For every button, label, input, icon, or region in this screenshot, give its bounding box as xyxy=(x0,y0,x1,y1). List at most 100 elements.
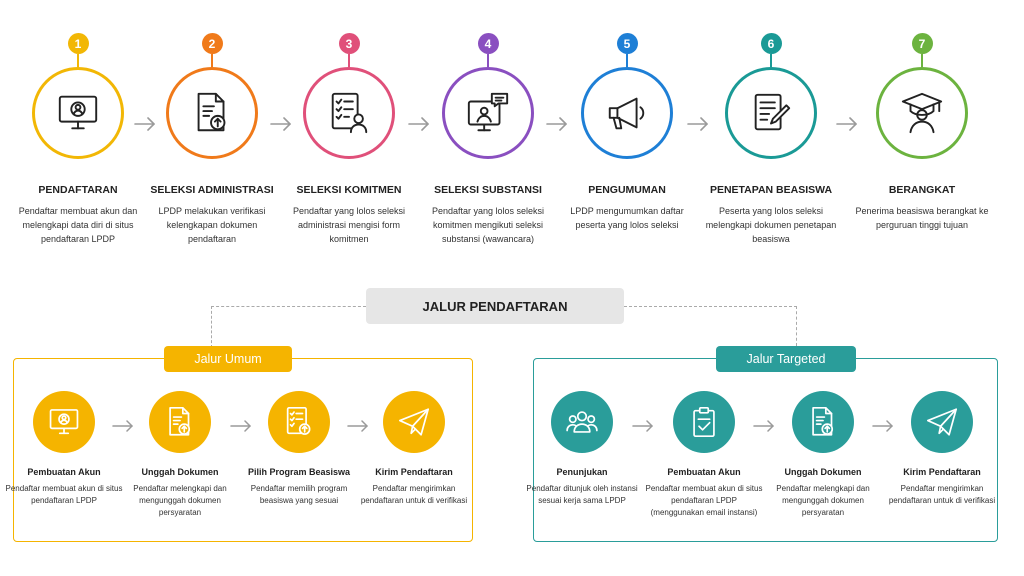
step-description: Peserta yang lolos seleksi melengkapi do… xyxy=(705,206,837,244)
step-icon-circle xyxy=(303,67,395,159)
group-icon xyxy=(566,411,598,433)
step-number-badge: 6 xyxy=(760,33,782,54)
step-number-badge: 4 xyxy=(477,33,499,54)
step-icon-circle xyxy=(876,67,968,159)
step-number-badge: 3 xyxy=(338,33,360,54)
step-seleksi-komitmen: 3 SELEKSI KOMITMEN Pendaftar yang lolos … xyxy=(279,33,419,246)
step-icon-disc xyxy=(149,391,211,453)
step-number-badge: 2 xyxy=(201,33,223,54)
connector-line xyxy=(626,54,628,67)
arrow-right-icon xyxy=(753,420,774,432)
document-upload-icon xyxy=(169,406,191,436)
arrow-right-icon xyxy=(872,420,893,432)
dashed-connector-right xyxy=(624,306,797,346)
step-seleksi-administrasi: 2 SELEKSI ADMINISTRASI LPDP melakukan ve… xyxy=(142,33,282,246)
jalur-umum-panel xyxy=(13,358,473,542)
jalur-pendaftaran-title: JALUR PENDAFTARAN xyxy=(366,288,624,324)
connector-line xyxy=(487,54,489,67)
step-penetapan-beasiswa: 6 PENETAPAN BEASISWA Peserta yang lolos … xyxy=(701,33,841,246)
substep-title: Penunjukan xyxy=(556,467,608,477)
step-description: Pendaftar yang lolos seleksi komitmen me… xyxy=(431,206,545,244)
megaphone-icon xyxy=(608,97,645,130)
substep-title: Kirim Pendaftaran xyxy=(375,467,453,477)
step-icon-disc xyxy=(792,391,854,453)
targeted-step-penunjukan: Penunjukan Pendaftar ditunjuk oleh insta… xyxy=(523,391,641,507)
step-number-badge: 7 xyxy=(911,33,933,54)
substep-description: Pendaftar mengirimkan pendaftaran untuk … xyxy=(888,484,996,505)
graduate-icon xyxy=(901,92,943,134)
step-description: Pendaftar yang lolos seleksi administras… xyxy=(292,206,406,244)
dashed-connector-left xyxy=(211,306,366,348)
step-pendaftaran: 1 PENDAFTARAN Pendaftar membuat akun dan… xyxy=(8,33,148,246)
step-seleksi-substansi: 4 SELEKSI SUBSTANSI Pendaftar yang lolos… xyxy=(418,33,558,246)
substep-description: Pendaftar melengkapi dan mengunggah doku… xyxy=(776,484,870,517)
umum-step-pembuatan-akun: Pembuatan Akun Pendaftar membuat akun di… xyxy=(5,391,123,507)
step-icon-disc xyxy=(383,391,445,453)
step-title: PENGUMUMAN xyxy=(588,184,666,196)
substep-description: Pendaftar melengkapi dan mengunggah doku… xyxy=(133,484,227,517)
connector-line xyxy=(211,54,213,67)
paper-plane-icon xyxy=(398,408,430,436)
step-icon-disc xyxy=(551,391,613,453)
jalur-targeted-panel xyxy=(533,358,998,542)
substep-description: Pendaftar ditunjuk oleh instansi sesuai … xyxy=(526,484,638,505)
step-icon-circle xyxy=(725,67,817,159)
jalur-targeted-label: Jalur Targeted xyxy=(716,346,856,372)
connector-line xyxy=(921,54,923,67)
step-title: SELEKSI ADMINISTRASI xyxy=(150,184,274,196)
step-title: PENETAPAN BEASISWA xyxy=(709,184,833,196)
arrow-right-icon xyxy=(632,420,653,432)
paper-plane-icon xyxy=(926,408,958,436)
monitor-user-icon xyxy=(58,95,98,130)
step-icon-circle xyxy=(32,67,124,159)
step-icon-circle xyxy=(581,67,673,159)
step-berangkat: 7 BERANGKAT Penerima beasiswa berangkat … xyxy=(852,33,992,232)
substep-title: Unggah Dokumen xyxy=(784,467,862,477)
substep-description: Pendaftar memilih program beasiswa yang … xyxy=(250,484,348,505)
step-description: LPDP melakukan verifikasi kelengkapan do… xyxy=(158,206,266,244)
arrow-right-icon xyxy=(687,117,708,131)
step-icon-circle xyxy=(442,67,534,159)
substep-description: Pendaftar membuat akun di situs pendafta… xyxy=(5,484,123,505)
arrow-right-icon xyxy=(270,117,291,131)
step-pengumuman: 5 PENGUMUMAN LPDP mengumumkan daftar pes… xyxy=(557,33,697,232)
step-description: Penerima beasiswa berangkat ke perguruan… xyxy=(855,206,989,230)
arrow-right-icon xyxy=(112,420,133,432)
step-description: LPDP mengumumkan daftar peserta yang lol… xyxy=(570,206,684,230)
umum-step-kirim-pendaftaran: Kirim Pendaftaran Pendaftar mengirimkan … xyxy=(355,391,473,507)
video-interview-icon xyxy=(467,92,509,132)
checklist-upload-icon xyxy=(286,406,311,435)
step-title: SELEKSI KOMITMEN xyxy=(296,184,402,196)
arrow-right-icon xyxy=(230,420,251,432)
checklist-person-icon xyxy=(331,92,368,134)
connector-line xyxy=(770,54,772,67)
targeted-step-kirim-pendaftaran: Kirim Pendaftaran Pendaftar mengirimkan … xyxy=(883,391,1001,507)
jalur-umum-label: Jalur Umum xyxy=(164,346,292,372)
document-upload-icon xyxy=(197,92,226,132)
arrow-right-icon xyxy=(836,117,857,131)
step-icon-disc xyxy=(33,391,95,453)
targeted-step-pembuatan-akun: Pembuatan Akun Pendaftar membuat akun di… xyxy=(645,391,763,519)
document-upload-icon xyxy=(812,406,834,436)
step-title: PENDAFTARAN xyxy=(38,184,118,196)
arrow-right-icon xyxy=(408,117,429,131)
substep-title: Pembuatan Akun xyxy=(667,467,741,477)
step-icon-disc xyxy=(673,391,735,453)
step-icon-disc xyxy=(911,391,973,453)
arrow-right-icon xyxy=(347,420,368,432)
step-title: BERANGKAT xyxy=(888,184,956,196)
arrow-right-icon xyxy=(134,117,155,131)
step-number-badge: 5 xyxy=(616,33,638,54)
substep-title: Pembuatan Akun xyxy=(27,467,101,477)
step-icon-circle xyxy=(166,67,258,159)
substep-description: Pendaftar membuat akun di situs pendafta… xyxy=(645,484,763,517)
substep-description: Pendaftar mengirimkan pendaftaran untuk … xyxy=(360,484,468,505)
umum-step-pilih-program: Pilih Program Beasiswa Pendaftar memilih… xyxy=(240,391,358,507)
substep-title: Pilih Program Beasiswa xyxy=(247,467,351,477)
substep-title: Unggah Dokumen xyxy=(141,467,219,477)
umum-step-unggah-dokumen: Unggah Dokumen Pendaftar melengkapi dan … xyxy=(121,391,239,519)
step-description: Pendaftar membuat akun dan melengkapi da… xyxy=(18,206,138,244)
targeted-step-unggah-dokumen: Unggah Dokumen Pendaftar melengkapi dan … xyxy=(764,391,882,519)
step-number-badge: 1 xyxy=(67,33,89,54)
arrow-right-icon xyxy=(546,117,567,131)
